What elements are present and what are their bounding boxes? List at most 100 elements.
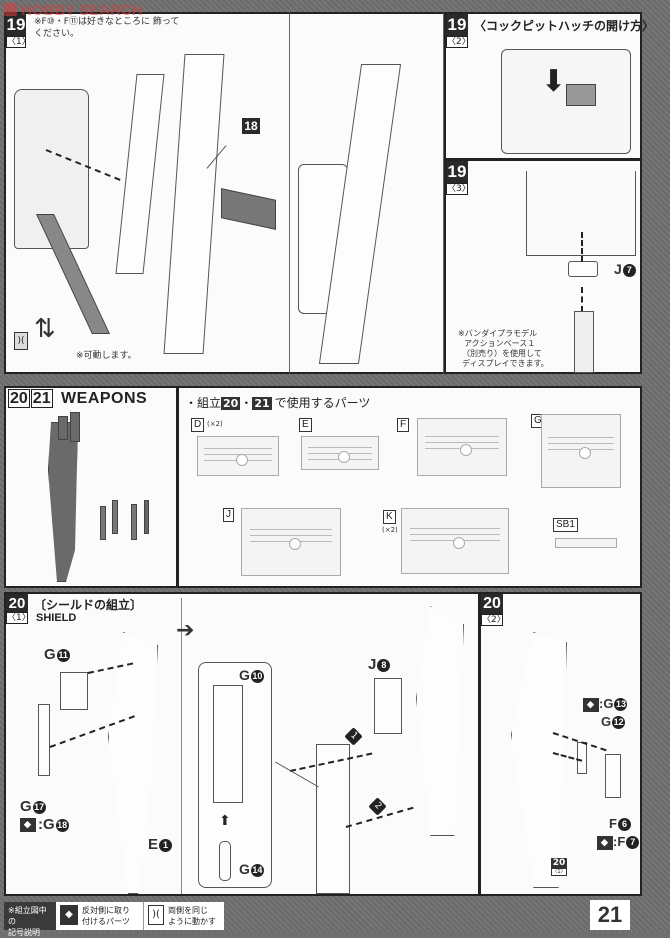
substep-number: 〈3〉	[446, 183, 471, 195]
ref-step-badge: 20 〈1〉	[551, 858, 567, 876]
runner-label-k: K	[383, 510, 396, 524]
shield-body-e1	[108, 632, 158, 894]
divider	[181, 598, 182, 894]
runner-label-j: J	[223, 508, 234, 522]
part-g14	[219, 841, 231, 881]
legend-item-both-sides: )( 両側を同じ ように動かす	[144, 902, 224, 930]
cockpit-hatch-gray	[566, 84, 596, 106]
peg-part-2	[112, 500, 118, 534]
step20-1-panel: 20 〈1〉 〔シールドの組立〕 SHIELD ➔ G11 G17 :G18 E…	[4, 592, 480, 896]
part-label-g18-mirror: :G18	[20, 816, 69, 833]
next-step-arrow-icon: ➔	[176, 618, 195, 643]
part-f6	[605, 754, 621, 798]
mirror-part-icon	[597, 835, 613, 850]
assembly-arrow	[581, 287, 583, 312]
runner-g	[541, 414, 621, 488]
substep-number: 〈1〉	[6, 612, 31, 624]
action-base-note: ※バンダイプラモデル アクションベース１ （別売り）を使用して ディスプレイでき…	[458, 329, 549, 368]
runner-qty-k: (×2)	[382, 526, 398, 534]
mirror-part-icon	[20, 818, 36, 833]
step-number: 19	[446, 161, 468, 183]
part-g10	[213, 685, 243, 803]
shield-weapon-image	[48, 422, 78, 582]
order-marker-1: 1	[344, 727, 363, 746]
runner-qty-d: (×2)	[207, 420, 223, 428]
watermark-logo-icon	[4, 3, 17, 16]
part-g12	[577, 742, 587, 774]
order-marker-2: 2	[368, 797, 387, 816]
watermark: HOBBY SEARCH	[4, 2, 143, 19]
part-label-f7-mirror: :F7	[597, 834, 640, 850]
runner-e	[301, 436, 379, 470]
binder-left	[115, 74, 165, 274]
part-j8	[374, 678, 402, 734]
part-g11	[60, 672, 88, 710]
assembly-arrow	[581, 232, 583, 262]
shield-body-right	[416, 606, 464, 836]
both-sides-icon: )(	[14, 332, 28, 350]
base-adapter-part	[568, 261, 598, 277]
legend-item-mirror: ◆ 反対側に取り 付けるパーツ	[56, 902, 144, 930]
step-number: 19	[6, 14, 26, 36]
peg-part-4	[144, 500, 149, 534]
runner-label-sb1: SB1	[553, 518, 578, 532]
runner-d	[197, 436, 279, 476]
step19-1-panel: 19 〈1〉 ※F⑩・F⑪は好きなところに 飾ってください。 18 )( ⇅ ※…	[4, 12, 290, 374]
grip-assembly	[316, 744, 350, 894]
mirror-part-icon: ◆	[60, 905, 78, 925]
part-g17	[38, 704, 50, 776]
binder-main	[163, 54, 225, 354]
runner-k	[401, 508, 509, 574]
mobile-suit-bottom-view	[526, 171, 636, 256]
peg-part-3	[131, 504, 137, 540]
substep-number: 〈2〉	[481, 614, 506, 626]
step-number: 20	[6, 594, 28, 612]
up-arrow-icon: ⬆	[219, 813, 231, 829]
step19-2-panel: 19 〈2〉 〈コックピットハッチの開け方〉 ⬇	[444, 12, 654, 160]
mirror-part-icon	[583, 697, 599, 712]
symbol-legend: ※組立図中の 記号説明 ◆ 反対側に取り 付けるパーツ )( 両側を同じ ように…	[4, 902, 224, 937]
runner-sb1	[555, 538, 617, 548]
runner-f	[417, 418, 507, 476]
down-arrow-icon: ⬇	[541, 64, 567, 99]
rotate-arrow-icon: ⇅	[34, 314, 56, 344]
shield-barrel-2	[70, 412, 80, 442]
page-number: 21	[590, 900, 630, 930]
cockpit-hatch-title: 〈コックピットハッチの開け方〉	[474, 19, 655, 33]
step-number: 20	[481, 594, 503, 614]
runner-label-e: E	[299, 418, 312, 432]
runner-label-d: D	[191, 418, 205, 432]
runner-j	[241, 508, 341, 576]
shield-barrel-1	[58, 416, 68, 440]
binder-wing-gray	[221, 188, 276, 230]
both-sides-icon: )(	[148, 905, 164, 925]
runner-label-f: F	[397, 418, 410, 432]
display-note: ※F⑩・F⑪は好きなところに 飾ってください。	[34, 17, 180, 39]
shield-subtitle: SHIELD	[36, 612, 77, 624]
peg-part-1	[100, 506, 106, 540]
movable-note: ※可動します。	[76, 351, 137, 361]
shield-assembly-title: 〔シールドの組立〕	[34, 598, 143, 612]
substep-number: 〈1〉	[6, 36, 31, 48]
part-label-g13-mirror: :G13	[583, 696, 628, 712]
shield-assembled	[511, 632, 567, 888]
step19-1-view2-panel	[290, 12, 444, 374]
action-base-post	[574, 311, 594, 373]
callout-18: 18	[242, 118, 260, 134]
substep-number: 〈2〉	[446, 36, 471, 48]
